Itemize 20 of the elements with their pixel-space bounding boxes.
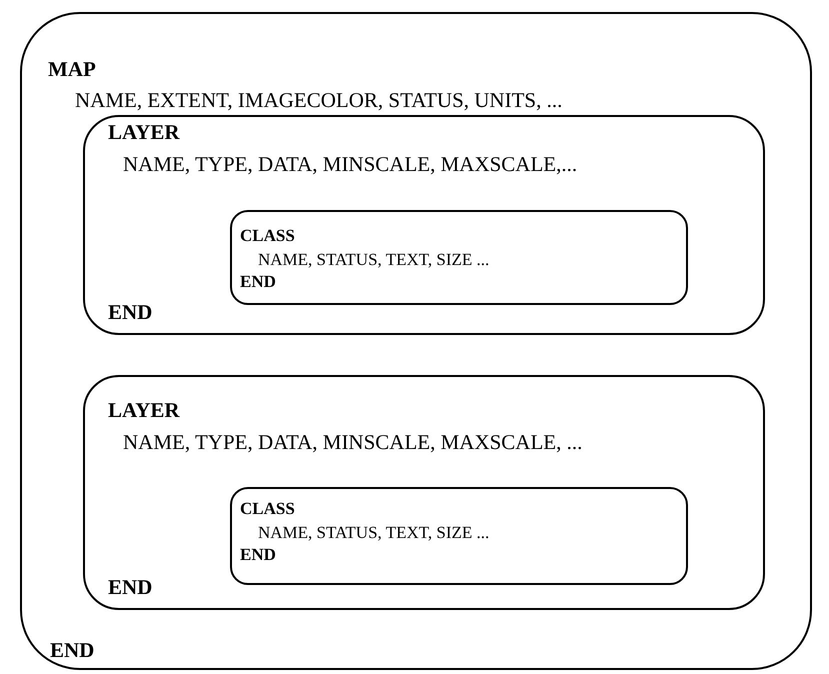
keyword-label: LAYER bbox=[108, 398, 180, 424]
map-block bbox=[20, 12, 812, 670]
keyword-label: MAP bbox=[48, 57, 96, 82]
keyword-label: END bbox=[108, 300, 152, 326]
nested-block bbox=[230, 487, 688, 585]
keyword-label: END bbox=[240, 545, 276, 566]
parameter-list: NAME, TYPE, DATA, MINSCALE, MAXSCALE, ... bbox=[123, 430, 582, 456]
nested-block bbox=[230, 210, 688, 305]
parameter-list: NAME, STATUS, TEXT, SIZE ... bbox=[258, 250, 490, 270]
keyword-label: LAYER bbox=[108, 120, 180, 146]
keyword-label: CLASS bbox=[240, 499, 295, 520]
parameter-list: NAME, TYPE, DATA, MINSCALE, MAXSCALE,... bbox=[123, 152, 578, 178]
keyword-label: CLASS bbox=[240, 226, 295, 246]
parameter-list: NAME, EXTENT, IMAGECOLOR, STATUS, UNITS, ... bbox=[75, 88, 562, 114]
nested-block bbox=[83, 115, 765, 335]
keyword-label: END bbox=[240, 272, 276, 292]
keyword-label: END bbox=[108, 575, 152, 600]
nested-block bbox=[83, 375, 765, 610]
parameter-list: NAME, STATUS, TEXT, SIZE ... bbox=[258, 523, 490, 544]
keyword-label: END bbox=[50, 638, 94, 664]
